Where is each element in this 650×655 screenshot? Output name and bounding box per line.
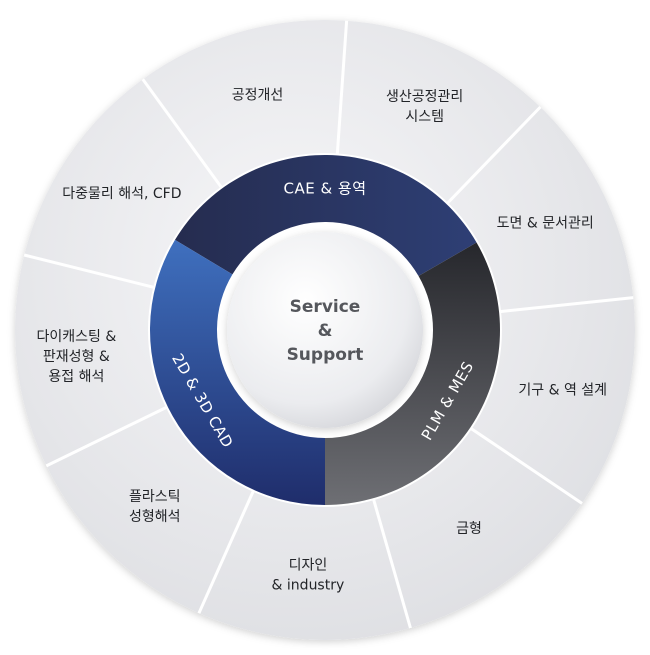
segment-label-line: 금형	[456, 521, 482, 537]
segment-divider	[45, 405, 169, 468]
segment-label-line: 다이캐스팅 &	[36, 329, 116, 345]
segment-process: 공정개선	[141, 78, 284, 190]
center-circle	[227, 232, 423, 428]
segment-mechanism-label: 기구 & 역 설계	[518, 382, 607, 398]
segment-label-line: 다중물리 해석, CFD	[62, 186, 181, 202]
segment-label-line: 디자인	[289, 557, 328, 573]
segment-divider	[469, 426, 583, 505]
segment-divider	[335, 20, 349, 156]
segment-label-line: 용접 해석	[48, 369, 104, 385]
segment-divider	[498, 296, 634, 314]
segment-multiphysics-label: 다중물리 해석, CFD	[62, 186, 181, 202]
center-label-line: Service	[290, 297, 361, 317]
segment-process-label: 공정개선	[232, 87, 284, 103]
ring-cae-arc	[174, 155, 477, 276]
ring-plm-arc	[325, 242, 500, 505]
segment-mold-label: 금형	[456, 521, 482, 537]
segment-label-line: 기구 & 역 설계	[518, 382, 607, 398]
segment-diecasting: 다이캐스팅 & 판재성형 & 용접 해석	[36, 329, 169, 468]
ring-cae-label: CAE & 용역	[283, 180, 366, 198]
center-hub: Service & Support	[219, 224, 431, 436]
segment-divider	[141, 78, 224, 190]
ring-plm: PLM & MES	[325, 242, 500, 505]
segment-multiphysics: 다중물리 해석, CFD	[23, 186, 182, 290]
segment-diecasting-label: 다이캐스팅 & 판재성형 & 용접 해석	[36, 329, 116, 385]
ring-cae: CAE & 용역	[174, 155, 477, 276]
center-label-line: &	[318, 321, 333, 341]
center-label: Service & Support	[287, 297, 364, 365]
segment-divider	[371, 497, 412, 629]
segment-design: 디자인 & industry	[272, 497, 412, 629]
segment-label-line: 도면 & 문서관리	[497, 216, 594, 232]
ring-cad-arc	[149, 239, 325, 505]
segment-mechanism: 기구 & 역 설계	[498, 296, 634, 398]
segment-design-label: 디자인 & industry	[272, 557, 345, 593]
segment-mold: 금형	[456, 426, 583, 537]
segment-label-line: 판재성형 &	[43, 349, 110, 365]
segment-divider	[197, 489, 256, 614]
segment-drawing: 도면 & 문서관리	[445, 105, 594, 232]
segment-label-line: 플라스틱	[129, 489, 181, 505]
segment-label-line: 성형해석	[129, 509, 181, 525]
segment-label-line: 생산공정관리	[386, 89, 463, 105]
segment-label-line: 시스템	[405, 109, 444, 125]
segment-label-line: 공정개선	[232, 87, 284, 103]
segment-divider	[23, 253, 156, 290]
segment-label-line: & industry	[272, 577, 345, 593]
segment-drawing-label: 도면 & 문서관리	[497, 216, 594, 232]
segment-divider	[445, 105, 542, 206]
center-label-line: Support	[287, 345, 364, 365]
